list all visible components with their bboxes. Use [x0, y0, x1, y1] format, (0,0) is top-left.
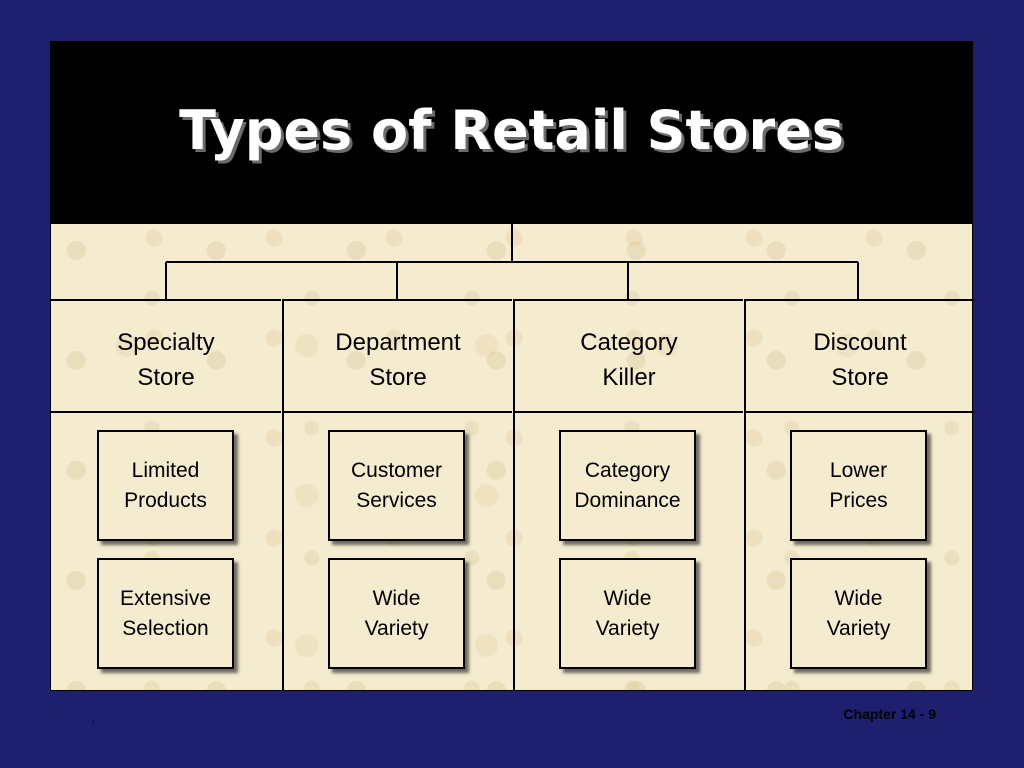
column-header: Specialty Store	[117, 329, 215, 391]
trait-box: Customer Services	[328, 430, 465, 541]
trait-box: Wide Variety	[328, 558, 465, 669]
slide: Types of Retail Stores Specialty Store L…	[50, 41, 974, 691]
diagram-area: Specialty Store Limited Products Extensi…	[51, 224, 974, 691]
column-department-store: Department Store Customer Services Wide …	[282, 299, 512, 691]
trait-box: Extensive Selection	[97, 558, 234, 669]
column-header-cell: Discount Store	[746, 299, 974, 413]
column-specialty-store: Specialty Store Limited Products Extensi…	[51, 299, 281, 691]
trait-box: Lower Prices	[790, 430, 927, 541]
column-header: Department Store	[335, 329, 461, 391]
column-header: Category Killer	[580, 329, 678, 391]
trait-box: Limited Products	[97, 430, 234, 541]
trait-box: Wide Variety	[790, 558, 927, 669]
chapter-page-number: Chapter 14 - 9	[843, 706, 936, 722]
column-header: Discount Store	[813, 329, 907, 391]
title-band: Types of Retail Stores	[51, 42, 972, 224]
column-header-cell: Specialty Store	[51, 299, 281, 413]
slide-mark: ,	[92, 714, 95, 725]
column-header-cell: Department Store	[284, 299, 512, 413]
hierarchy-connectors	[165, 224, 859, 299]
slide-title: Types of Retail Stores	[179, 99, 844, 162]
column-header-cell: Category Killer	[515, 299, 743, 413]
column-discount-store: Discount Store Lower Prices Wide Variety	[744, 299, 974, 691]
trait-box: Wide Variety	[559, 558, 696, 669]
column-category-killer: Category Killer Category Dominance Wide …	[513, 299, 743, 691]
trait-box: Category Dominance	[559, 430, 696, 541]
